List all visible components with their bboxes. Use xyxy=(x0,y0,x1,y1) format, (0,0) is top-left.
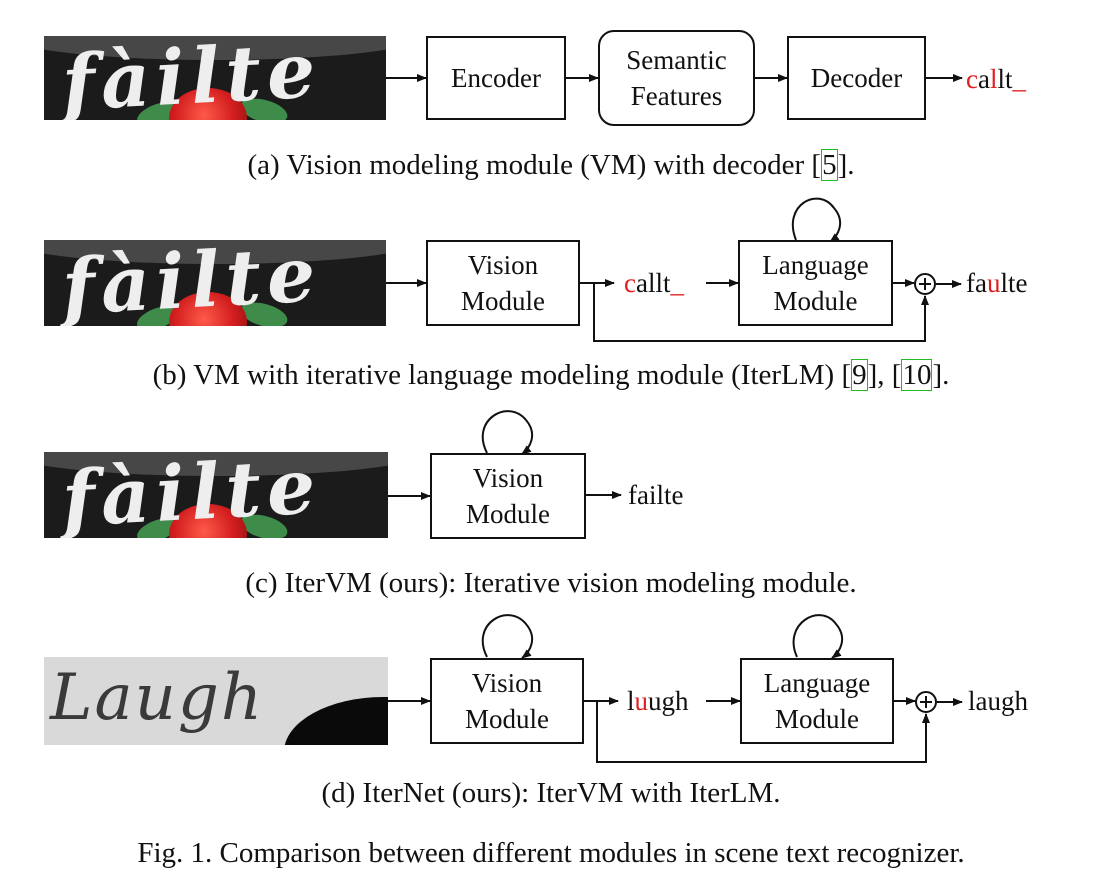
vision-module-box-c: Vision Module xyxy=(430,453,586,539)
encoder-box: Encoder xyxy=(426,36,566,120)
final-output-c: failte xyxy=(628,480,684,510)
loop-vision-c xyxy=(481,410,534,455)
vision-label-line1: Vision xyxy=(467,250,539,280)
word-image-a: fàilte xyxy=(44,36,386,120)
skip-path-b xyxy=(593,283,929,342)
semantic-label-line2: Features xyxy=(630,81,723,111)
semantic-label-line1: Semantic xyxy=(626,45,727,75)
word-image-c: fàilte xyxy=(44,452,388,538)
figure-caption: Fig. 1. Comparison between different mod… xyxy=(137,837,965,869)
loop-language-d xyxy=(792,614,844,659)
vision-label-line1: Vision xyxy=(471,668,543,698)
word-image-d: Laugh xyxy=(44,657,388,745)
word-image-b: fàilte xyxy=(44,240,386,326)
citation-5[interactable]: 5 xyxy=(821,149,838,181)
vision-module-box-d: Vision Module xyxy=(430,658,584,744)
decoder-box: Decoder xyxy=(787,36,926,120)
citation-10[interactable]: 10 xyxy=(901,359,933,391)
vision-output-b: callt_ xyxy=(624,268,684,298)
loop-language-b xyxy=(791,197,842,243)
language-module-box-b: Language Module xyxy=(738,240,893,326)
language-label-line1: Language xyxy=(763,668,871,698)
plus-circle-d xyxy=(915,691,937,713)
vision-label-line2: Module xyxy=(466,499,550,529)
encoder-label: Encoder xyxy=(451,63,541,93)
plus-circle-b xyxy=(914,273,936,295)
semantic-features-box: Semantic Features xyxy=(598,30,755,126)
vision-label-line1: Vision xyxy=(472,463,544,493)
language-module-box-d: Language Module xyxy=(740,658,894,744)
vision-output-d: luugh xyxy=(627,686,689,716)
skip-path-d xyxy=(596,701,930,763)
vision-module-box-b: Vision Module xyxy=(426,240,580,326)
caption-d: (d) IterNet (ours): IterVM with IterLM. xyxy=(321,777,781,809)
language-label-line2: Module xyxy=(775,704,859,734)
language-label-line1: Language xyxy=(762,250,869,280)
loop-vision-d xyxy=(481,614,534,659)
caption-b: (b) VM with iterative language modeling … xyxy=(152,359,950,391)
caption-c: (c) IterVM (ours): Iterative vision mode… xyxy=(245,567,857,599)
final-output-d: laugh xyxy=(968,686,1028,716)
final-output-b: faulte xyxy=(966,268,1028,298)
decoder-label: Decoder xyxy=(810,63,903,93)
vision-label-line2: Module xyxy=(465,704,549,734)
decoder-output: callt_ xyxy=(966,64,1026,94)
language-label-line2: Module xyxy=(773,286,858,316)
citation-9[interactable]: 9 xyxy=(851,359,868,391)
caption-a: (a) Vision modeling module (VM) with dec… xyxy=(247,149,855,181)
vision-label-line2: Module xyxy=(461,286,545,316)
